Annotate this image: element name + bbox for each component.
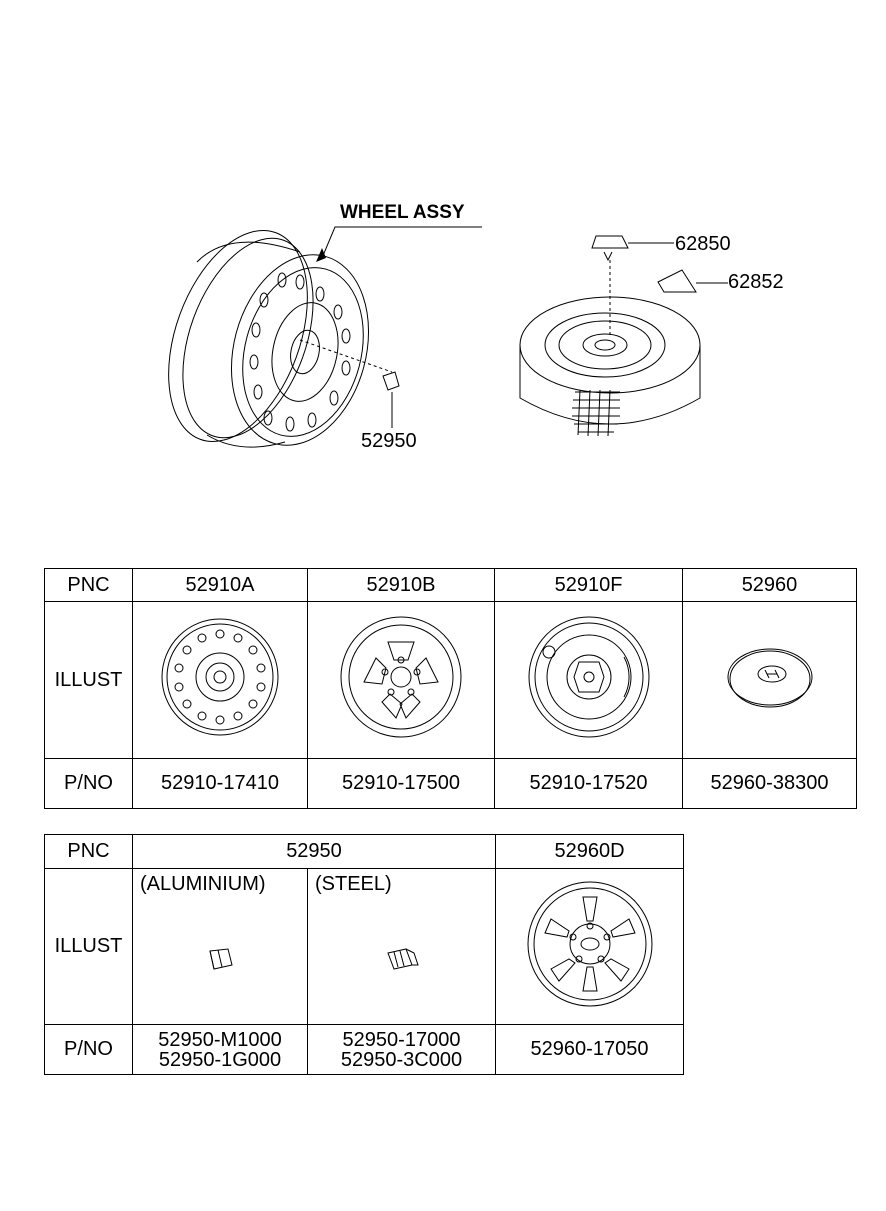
spare-wheel-icon <box>528 616 649 738</box>
pno-52950-1g000: 52950-1G000 <box>158 1048 282 1071</box>
illust-steel: (STEEL) <box>307 868 496 1025</box>
callout-62850: 62850 <box>675 233 731 255</box>
illust-aluminium: (ALUMINIUM) <box>132 868 308 1025</box>
pnc-52910b: 52910B <box>307 568 495 602</box>
wheel-vent-holes <box>249 272 351 432</box>
wheel-assy-drawing <box>168 226 482 448</box>
pnc-52960d: 52960D <box>495 834 684 869</box>
pnc-52910a: 52910A <box>132 568 308 602</box>
tire-tread <box>572 389 620 437</box>
row-label-pnc: PNC <box>44 568 133 602</box>
pno-52910-17520: 52910-17520 <box>494 758 683 809</box>
row-label-pno: P/NO <box>44 758 133 809</box>
pno-steel: 52950-17000 52950-3C000 <box>307 1024 496 1075</box>
pno-aluminium: 52950-M1000 52950-1G000 <box>132 1024 308 1075</box>
callout-52950: 52950 <box>361 430 417 452</box>
pno-52950-m1000: 52950-M1000 <box>158 1028 282 1051</box>
spare-tire-drawing <box>519 235 728 437</box>
wheel-cover-icon <box>527 881 652 1006</box>
illust-52910a <box>132 601 308 759</box>
pno-52910-17500: 52910-17500 <box>307 758 495 809</box>
steel-wheel-icon <box>161 618 279 736</box>
row-label-pnc-2: PNC <box>44 834 133 869</box>
wheel-assy-label: WHEEL ASSY <box>340 202 465 223</box>
row-label-illust: ILLUST <box>44 601 133 759</box>
aluminium-lug-nut-icon <box>209 947 233 970</box>
aluminium-note: (ALUMINIUM) <box>140 873 266 895</box>
callout-62852: 62852 <box>728 271 784 293</box>
pnc-52910f: 52910F <box>494 568 683 602</box>
hub-cap-icon <box>727 648 812 708</box>
illust-52960d <box>495 868 684 1025</box>
wheel-parts-table: PNC 52910A 52910B 52910F 52960 ILLUST <box>44 568 857 809</box>
pnc-52950: 52950 <box>132 834 496 869</box>
steel-lug-nut-icon <box>386 947 419 970</box>
pno-52950-3c000: 52950-3C000 <box>340 1048 463 1071</box>
steel-note: (STEEL) <box>315 873 392 895</box>
pnc-52960: 52960 <box>682 568 857 602</box>
row-label-pno-2: P/NO <box>44 1024 133 1075</box>
exploded-diagram <box>168 226 728 448</box>
pno-52950-17000: 52950-17000 <box>342 1028 461 1051</box>
alloy-wheel-icon <box>340 616 462 738</box>
pno-52960-17050: 52960-17050 <box>495 1024 684 1075</box>
pno-52910-17410: 52910-17410 <box>132 758 308 809</box>
illust-52910b <box>307 601 495 759</box>
pno-52960-38300: 52960-38300 <box>682 758 857 809</box>
illust-52960 <box>682 601 857 759</box>
row-label-illust-2: ILLUST <box>44 868 133 1025</box>
lug-nut-cover-table: PNC 52950 52960D ILLUST (ALUMINIUM) (STE… <box>44 834 684 1075</box>
illust-52910f <box>494 601 683 759</box>
